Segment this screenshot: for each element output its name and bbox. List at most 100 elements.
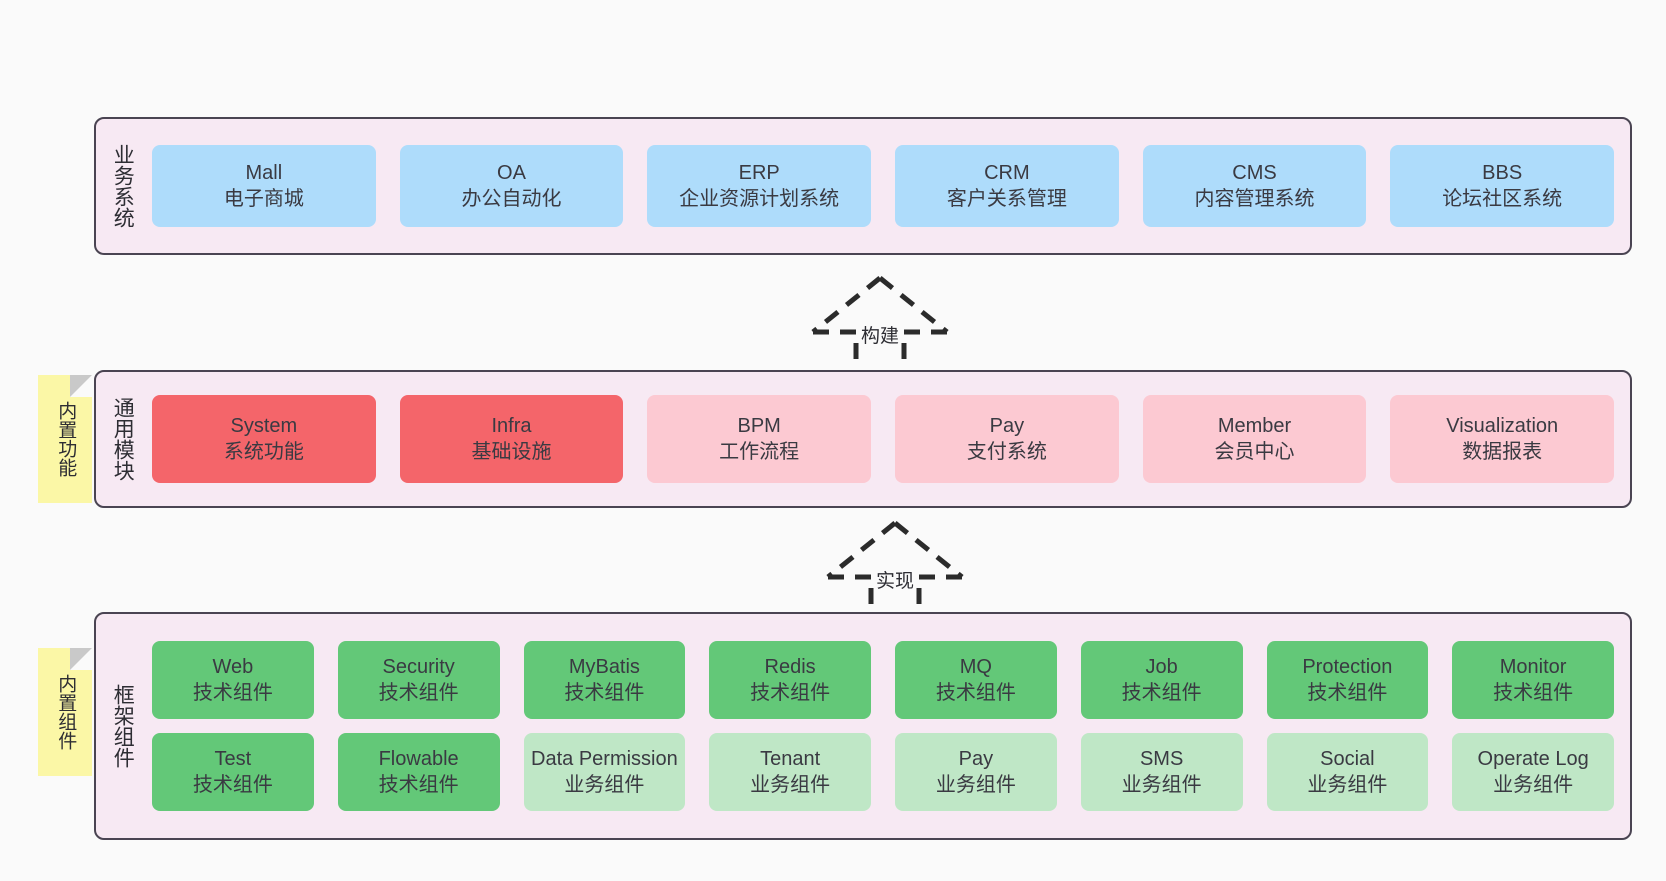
note-label: 内置组件 (55, 674, 77, 750)
card-oa[interactable]: OA 办公自动化 (399, 145, 624, 227)
card-title-en: CRM (984, 161, 1030, 184)
card-title-cn: 技术组件 (192, 774, 273, 796)
note-builtin-features[interactable]: 内置功能 (38, 375, 92, 503)
dashed-arrow-icon (811, 276, 949, 370)
card-member[interactable]: Member 会员中心 (1142, 395, 1367, 483)
card-title-cn: 业务组件 (1493, 774, 1574, 796)
note-builtin-components[interactable]: 内置组件 (38, 648, 92, 776)
card-title-cn: 技术组件 (1307, 682, 1388, 704)
card-monitor[interactable]: Monitor 技术组件 (1452, 641, 1614, 719)
card-redis[interactable]: Redis 技术组件 (709, 641, 871, 719)
card-mq[interactable]: MQ 技术组件 (895, 641, 1057, 719)
card-title-en: Protection (1302, 655, 1393, 678)
card-title-en: Monitor (1499, 655, 1567, 678)
card-title-cn: 企业资源计划系统 (679, 188, 840, 210)
card-title-cn: 基础设施 (471, 441, 552, 463)
card-erp[interactable]: ERP 企业资源计划系统 (647, 145, 872, 227)
note-label: 内置功能 (55, 401, 77, 477)
card-title-en: Job (1145, 655, 1178, 678)
card-title-en: Web (212, 655, 254, 678)
card-job[interactable]: Job 技术组件 (1080, 641, 1243, 719)
card-title-en: Pay (989, 414, 1025, 437)
layer-common-modules[interactable]: 通用模块 System 系统功能 Infra 基础设施 BPM 工作流程 Pay… (94, 370, 1632, 508)
card-test[interactable]: Test 技术组件 (152, 733, 314, 811)
card-title-cn: 数据报表 (1462, 441, 1543, 463)
card-bbs[interactable]: BBS 论坛社区系统 (1390, 145, 1615, 227)
card-title-en: Tenant (760, 747, 821, 770)
layer-title-business-systems: 业务系统 (111, 144, 135, 228)
card-title-en: SMS (1139, 747, 1184, 770)
layer-business-systems[interactable]: 业务系统 Mall 电子商城 OA 办公自动化 ERP 企业资源计划系统 CRM… (94, 117, 1632, 255)
layer-title-framework-components: 框架组件 (111, 684, 135, 768)
connector-implement: 实现 (810, 515, 980, 615)
card-crm[interactable]: CRM 客户关系管理 (895, 145, 1119, 227)
card-security[interactable]: Security 技术组件 (337, 641, 500, 719)
layer-body-framework-components: Web 技术组件 Security 技术组件 MyBatis 技术组件 Redi… (148, 614, 1630, 838)
card-operate-log[interactable]: Operate Log 业务组件 (1452, 733, 1614, 811)
card-mall[interactable]: Mall 电子商城 (152, 145, 376, 227)
card-title-cn: 技术组件 (935, 682, 1016, 704)
card-title-cn: 业务组件 (750, 774, 831, 796)
connector-build: 构建 (795, 270, 965, 370)
card-bpm[interactable]: BPM 工作流程 (647, 395, 872, 483)
card-title-cn: 技术组件 (192, 682, 273, 704)
card-title-en: Pay (958, 747, 994, 770)
card-title-en: Data Permission (531, 747, 678, 770)
card-mybatis[interactable]: MyBatis 技术组件 (523, 641, 686, 719)
card-row: Mall 电子商城 OA 办公自动化 ERP 企业资源计划系统 CRM 客户关系… (152, 145, 1615, 227)
card-web[interactable]: Web 技术组件 (152, 641, 314, 719)
card-flowable[interactable]: Flowable 技术组件 (337, 733, 500, 811)
card-title-en: BPM (737, 414, 781, 437)
card-title-cn: 技术组件 (750, 682, 831, 704)
card-title-cn: 业务组件 (1121, 774, 1202, 796)
card-social[interactable]: Social 业务组件 (1266, 733, 1429, 811)
card-title-en: System (230, 414, 298, 437)
card-title-cn: 业务组件 (1307, 774, 1388, 796)
dashed-arrow-icon (826, 521, 964, 615)
layer-body-business-systems: Mall 电子商城 OA 办公自动化 ERP 企业资源计划系统 CRM 客户关系… (148, 119, 1630, 253)
card-title-en: Operate Log (1477, 747, 1589, 770)
card-title-cn: 技术组件 (1121, 682, 1202, 704)
card-tenant[interactable]: Tenant 业务组件 (709, 733, 871, 811)
card-protection[interactable]: Protection 技术组件 (1266, 641, 1429, 719)
card-sms[interactable]: SMS 业务组件 (1080, 733, 1243, 811)
card-title-en: BBS (1482, 161, 1523, 184)
layer-framework-components[interactable]: 框架组件 Web 技术组件 Security 技术组件 MyBatis 技术组件… (94, 612, 1632, 840)
card-title-cn: 业务组件 (564, 774, 645, 796)
card-pay[interactable]: Pay 支付系统 (895, 395, 1119, 483)
card-title-cn: 电子商城 (223, 188, 304, 210)
card-title-cn: 技术组件 (378, 774, 459, 796)
card-title-cn: 技术组件 (564, 682, 645, 704)
card-data-permission[interactable]: Data Permission 业务组件 (523, 733, 686, 811)
card-pay-component[interactable]: Pay 业务组件 (895, 733, 1057, 811)
card-title-en: Infra (491, 414, 532, 437)
card-title-cn: 办公自动化 (461, 188, 562, 210)
card-title-en: ERP (738, 161, 780, 184)
card-title-en: Social (1320, 747, 1375, 770)
card-row: System 系统功能 Infra 基础设施 BPM 工作流程 Pay 支付系统… (152, 395, 1615, 483)
card-title-en: Flowable (378, 747, 459, 770)
card-title-en: Mall (245, 161, 283, 184)
card-title-en: Test (214, 747, 252, 770)
card-title-en: CMS (1232, 161, 1277, 184)
card-title-cn: 会员中心 (1214, 441, 1295, 463)
card-title-en: Security (382, 655, 455, 678)
card-row-business: Test 技术组件 Flowable 技术组件 Data Permission … (152, 733, 1614, 811)
card-title-en: MyBatis (568, 655, 640, 678)
card-title-cn: 系统功能 (223, 441, 304, 463)
card-title-cn: 论坛社区系统 (1442, 188, 1563, 210)
card-title-cn: 工作流程 (719, 441, 800, 463)
card-title-en: Member (1217, 414, 1292, 437)
card-cms[interactable]: CMS 内容管理系统 (1142, 145, 1367, 227)
card-visualization[interactable]: Visualization 数据报表 (1390, 395, 1615, 483)
card-title-cn: 业务组件 (935, 774, 1016, 796)
card-title-en: MQ (959, 655, 992, 678)
card-title-cn: 客户关系管理 (946, 188, 1067, 210)
card-title-cn: 支付系统 (966, 441, 1047, 463)
card-title-en: Redis (764, 655, 816, 678)
card-infra[interactable]: Infra 基础设施 (399, 395, 624, 483)
card-system[interactable]: System 系统功能 (152, 395, 376, 483)
card-title-cn: 内容管理系统 (1194, 188, 1315, 210)
card-title-cn: 技术组件 (378, 682, 459, 704)
layer-body-common-modules: System 系统功能 Infra 基础设施 BPM 工作流程 Pay 支付系统… (148, 372, 1630, 506)
